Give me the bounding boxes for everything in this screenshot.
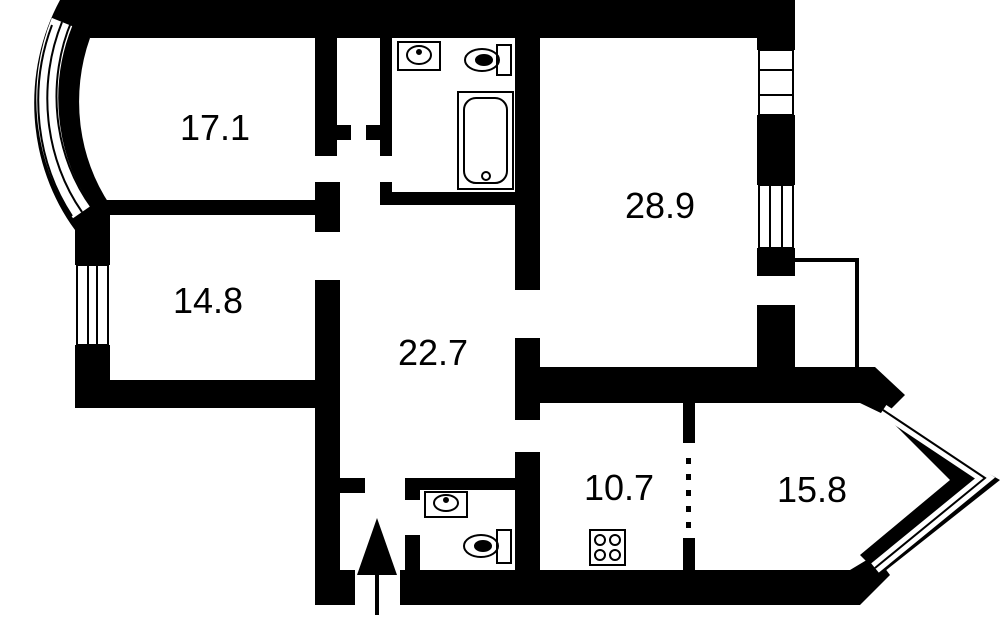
bath-left-notch bbox=[366, 125, 380, 140]
walls bbox=[60, 0, 905, 605]
divider-bottom-stub bbox=[683, 538, 695, 570]
window-left bbox=[76, 264, 109, 346]
wall-stub-14-top bbox=[315, 182, 340, 232]
bottom-wall bbox=[400, 555, 890, 605]
bath-left-wall bbox=[380, 38, 392, 156]
room-area-17-1: 17.1 bbox=[180, 107, 250, 148]
kitchen-left-wall bbox=[515, 452, 540, 492]
toilet-icon bbox=[464, 44, 512, 76]
right-wall-low bbox=[757, 248, 795, 276]
hall-right-wall-stub bbox=[515, 338, 540, 420]
bathtub-icon bbox=[457, 91, 514, 190]
wall-between-17-14 bbox=[75, 200, 315, 230]
right-wall-bottom bbox=[757, 305, 795, 367]
corridor-left-wall bbox=[315, 280, 340, 605]
top-wall bbox=[60, 0, 795, 38]
window-right-top bbox=[758, 49, 794, 116]
room-area-28-9: 28.9 bbox=[625, 185, 695, 226]
curved-bay-window bbox=[34, 0, 111, 230]
window-right-mid bbox=[758, 184, 794, 249]
wall-17-bath bbox=[315, 38, 337, 156]
wc-sink-icon bbox=[424, 491, 468, 518]
wc-toilet-icon bbox=[463, 529, 512, 564]
wall-17-bath-notch bbox=[337, 125, 351, 140]
left-lower-wall bbox=[75, 380, 340, 408]
balcony-outline bbox=[795, 258, 859, 367]
room-area-15-8: 15.8 bbox=[777, 469, 847, 510]
entrance-arrow-icon bbox=[357, 518, 397, 615]
kitchen-divider-dots bbox=[686, 458, 691, 528]
divider-top-stub bbox=[683, 403, 695, 443]
room-area-22-7: 22.7 bbox=[398, 332, 468, 373]
right-wall-mid bbox=[757, 115, 795, 185]
room-area-10-7: 10.7 bbox=[584, 467, 654, 508]
bathroom-bottom-wall bbox=[380, 182, 515, 205]
room-area-14-8: 14.8 bbox=[173, 280, 243, 321]
wc-left-wall bbox=[405, 535, 420, 570]
sink-icon bbox=[397, 41, 441, 71]
bath-28-wall bbox=[515, 38, 540, 290]
stove-icon bbox=[589, 529, 626, 566]
right-wall-upper bbox=[757, 38, 795, 50]
entrance-wall-stub bbox=[340, 478, 365, 493]
angled-bay-window bbox=[860, 400, 1000, 575]
window-icon bbox=[76, 49, 794, 346]
middle-horizontal-wall bbox=[515, 367, 905, 420]
left-outer-wall-low bbox=[75, 345, 110, 408]
